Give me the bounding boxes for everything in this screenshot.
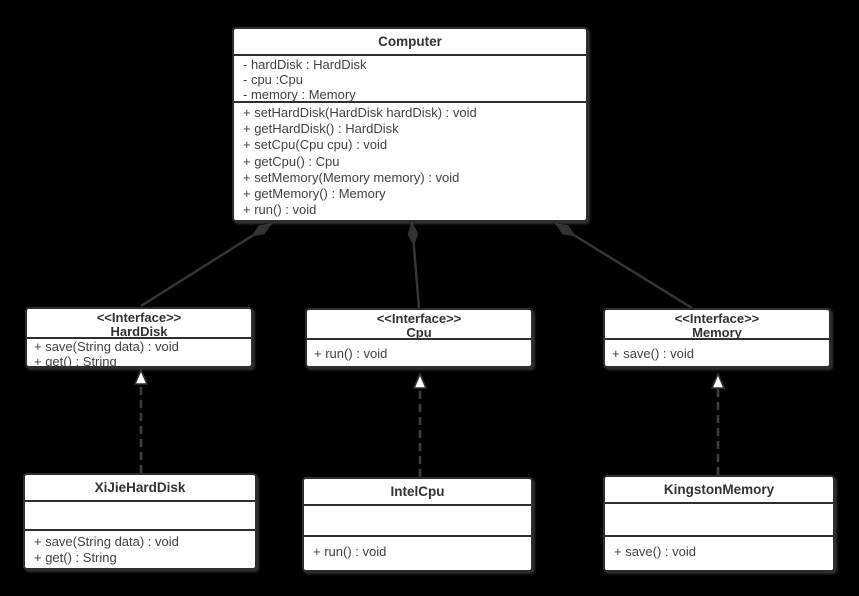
method: + getCpu() : Cpu [243,153,340,169]
method: + setCpu(Cpu cpu) : void [243,137,388,153]
interface-name: HardDisk [110,324,168,339]
stereotype-label: <<Interface>> [376,311,462,326]
class-kingstonmemory-attributes [605,504,833,537]
method: + run() : void [313,544,387,559]
class-computer-methods: + setHardDisk(HardDisk hardDisk) : void … [234,103,586,218]
class-intelcpu[interactable]: IntelCpu + run() : void [302,477,533,572]
method: + getMemory() : Memory [243,186,386,202]
class-xijieharddisk-methods: + save(String data) : void + get() : Str… [25,531,255,565]
method: + save() : void [614,544,697,559]
edge-composition-computer-harddisk[interactable] [140,222,271,308]
class-kingstonmemory[interactable]: KingstonMemory + save() : void [603,475,835,572]
class-intelcpu-title: IntelCpu [304,479,531,506]
method: + run() : void [243,202,317,218]
class-xijieharddisk-attributes [25,502,255,531]
interface-memory-title: <<Interface>> Memory [605,310,829,340]
class-xijieharddisk[interactable]: XiJieHardDisk + save(String data) : void… [23,473,257,570]
method: + get() : String [34,353,117,368]
method: + save(String data) : void [34,339,179,354]
interface-memory-methods: + save() : void [605,340,829,362]
class-intelcpu-methods: + run() : void [304,537,531,560]
interface-harddisk-methods: + save(String data) : void + get() : Str… [27,339,251,368]
attribute: - hardDisk : HardDisk [243,57,367,72]
method: + get() : String [34,549,117,565]
method: + setMemory(Memory memory) : void [243,169,460,185]
class-intelcpu-attributes [304,506,531,537]
interface-cpu[interactable]: <<Interface>> Cpu + run() : void [305,308,533,368]
method: + getHardDisk() : HardDisk [243,121,399,137]
interface-cpu-methods: + run() : void [307,340,531,362]
stereotype-label: <<Interface>> [96,310,182,325]
stereotype-label: <<Interface>> [674,311,760,326]
interface-cpu-title: <<Interface>> Cpu [307,310,531,340]
interface-harddisk[interactable]: <<Interface>> HardDisk + save(String dat… [25,307,253,368]
interface-name: Memory [692,325,742,340]
edge-composition-computer-memory[interactable] [556,222,693,310]
interface-memory[interactable]: <<Interface>> Memory + save() : void [603,308,831,368]
class-xijieharddisk-title: XiJieHardDisk [25,475,255,502]
method: + run() : void [314,346,388,361]
attribute: - cpu :Cpu [243,72,303,87]
interface-harddisk-title: <<Interface>> HardDisk [27,309,251,339]
class-computer-attributes: - hardDisk : HardDisk - cpu :Cpu - memor… [234,56,586,103]
attribute: - memory : Memory [243,87,356,102]
edge-composition-computer-cpu[interactable] [412,223,421,309]
method: + save() : void [612,346,695,361]
class-computer[interactable]: Computer - hardDisk : HardDisk - cpu :Cp… [232,27,588,222]
method: + setHardDisk(HardDisk hardDisk) : void [243,105,477,120]
class-kingstonmemory-methods: + save() : void [605,537,833,560]
method: + save(String data) : void [34,534,179,549]
class-kingstonmemory-title: KingstonMemory [605,477,833,504]
class-computer-title: Computer [234,29,586,56]
interface-name: Cpu [406,325,432,340]
